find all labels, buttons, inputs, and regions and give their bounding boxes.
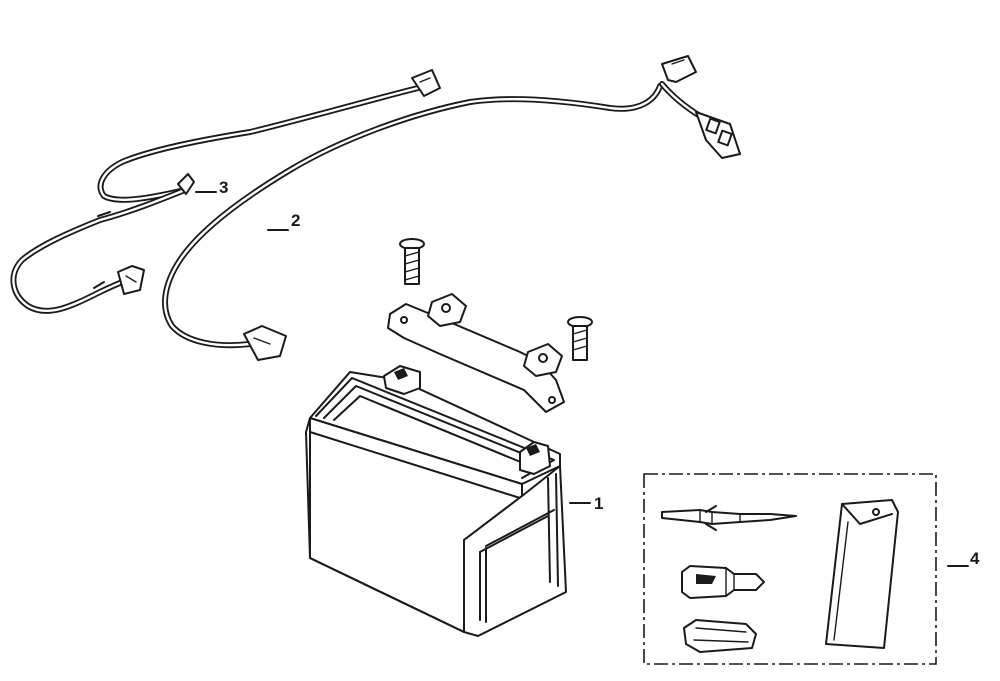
callout-4: 4 [947, 549, 980, 568]
callout-number-4: 4 [970, 549, 980, 568]
tool-kit-part[interactable] [643, 473, 937, 665]
spark-plug-wrench-icon [681, 565, 765, 599]
callout-number-3: 3 [219, 178, 228, 197]
screwdriver-icon [661, 509, 797, 525]
callout-3: 3 [195, 178, 228, 197]
pouch-icon [683, 619, 757, 653]
callout-2: 2 [267, 211, 300, 231]
battery-part[interactable] [305, 365, 567, 637]
callout-number-2: 2 [291, 211, 300, 230]
callout-number-1: 1 [594, 494, 603, 513]
long-cable-part[interactable] [162, 55, 741, 361]
battery-bracket[interactable] [387, 238, 593, 413]
short-cable-part[interactable] [10, 69, 441, 314]
callout-1: 1 [569, 494, 603, 513]
tool-kit-border [643, 473, 937, 665]
tool-bag-icon [825, 499, 899, 649]
